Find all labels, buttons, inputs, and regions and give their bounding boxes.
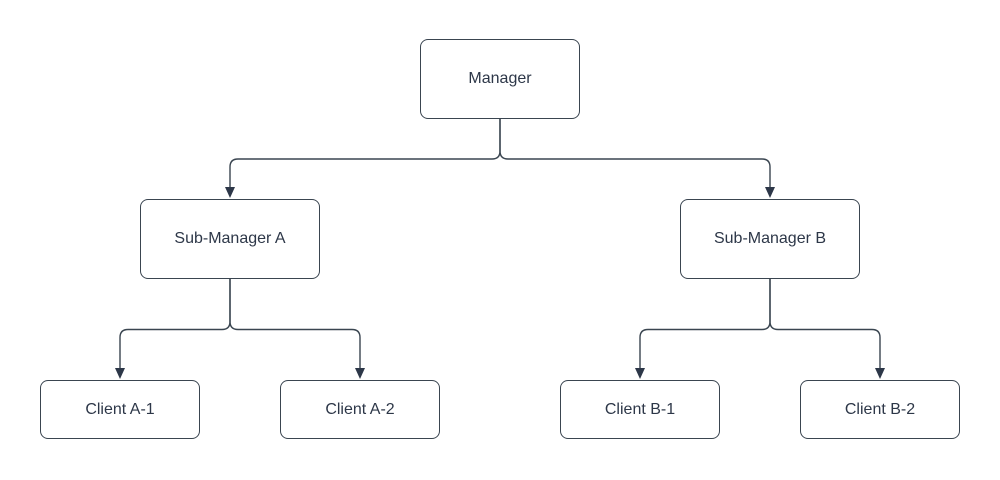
node-client-b2: Client B-2 [800,380,960,439]
arrowhead-icon [115,368,125,379]
node-client-a2: Client A-2 [280,380,440,439]
node-label: Client B-1 [604,400,676,418]
node-sub-manager-a: Sub-Manager A [140,199,320,279]
node-label: Client A-2 [325,400,395,418]
edge-manager-to-sub-manager-b [499,119,771,188]
arrowhead-icon [355,368,365,379]
node-sub-manager-b: Sub-Manager B [680,199,860,279]
arrowhead-icon [875,368,885,379]
node-label: Client B-2 [844,400,916,418]
node-label: Manager [468,70,532,88]
arrowhead-icon [225,187,235,198]
edge-sub-manager-a-to-client-a1 [119,279,231,369]
node-client-b1: Client B-1 [560,380,720,439]
arrowhead-icon [765,187,775,198]
node-label: Sub-Manager B [713,230,827,248]
edge-sub-manager-a-to-client-a2 [229,279,361,369]
node-label: Sub-Manager A [174,230,286,248]
arrowhead-icon [635,368,645,379]
edge-sub-manager-b-to-client-b2 [769,279,881,369]
edge-sub-manager-b-to-client-b1 [639,279,771,369]
node-label: Client A-1 [85,400,155,418]
node-manager: Manager [420,39,580,119]
edge-manager-to-sub-manager-a [229,119,501,188]
node-client-a1: Client A-1 [40,380,200,439]
